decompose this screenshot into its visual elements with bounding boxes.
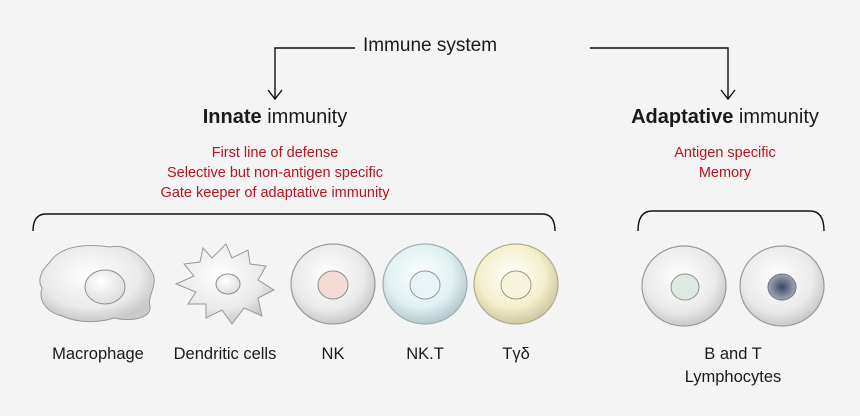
cell-label-nkt: NK.T [406,345,444,363]
innate-feature-item: Selective but non-antigen specific [166,165,384,181]
adaptive-title-rest: immunity [733,106,819,128]
tgd-cell-icon [473,243,559,325]
innate-features-list: First line of defense Selective but non-… [90,143,460,203]
arrow-head-innate [267,89,283,101]
innate-feature-item: First line of defense [211,145,339,161]
innate-title-bold: Innate [202,106,262,128]
macrophage-cell-icon [39,245,155,323]
innate-bracket [32,213,556,232]
connector-to-adaptive [590,47,729,98]
cell-label-tgd: Tγδ [502,345,530,363]
cell-label-lymphocytes: B and T Lymphocytes [684,345,782,386]
root-node-label: Immune system [0,35,860,57]
cell-label-nk: NK [321,345,345,363]
adaptive-title-bold: Adaptative [631,106,734,128]
arrow-head-adaptive [720,89,736,101]
adaptive-bracket [637,210,825,232]
innate-feature-item: Gate keeper of adaptative immunity [160,185,390,201]
cell-label-dendritic: Dendritic cells [173,345,277,363]
lymphocyte-cell-icon [641,245,825,327]
adaptive-feature-item: Antigen specific [674,145,776,161]
dendritic-cell-icon [174,243,276,325]
innate-title: Innate immunity [130,106,420,129]
adaptive-title: Adaptative immunity [600,106,850,129]
innate-title-rest: immunity [261,106,348,128]
nk-cell-icon [290,243,376,325]
cell-label-macrophage: Macrophage [52,345,144,363]
nkt-cell-icon [382,243,468,325]
adaptive-features-list: Antigen specific Memory [600,143,850,183]
adaptive-feature-item: Memory [698,165,752,181]
